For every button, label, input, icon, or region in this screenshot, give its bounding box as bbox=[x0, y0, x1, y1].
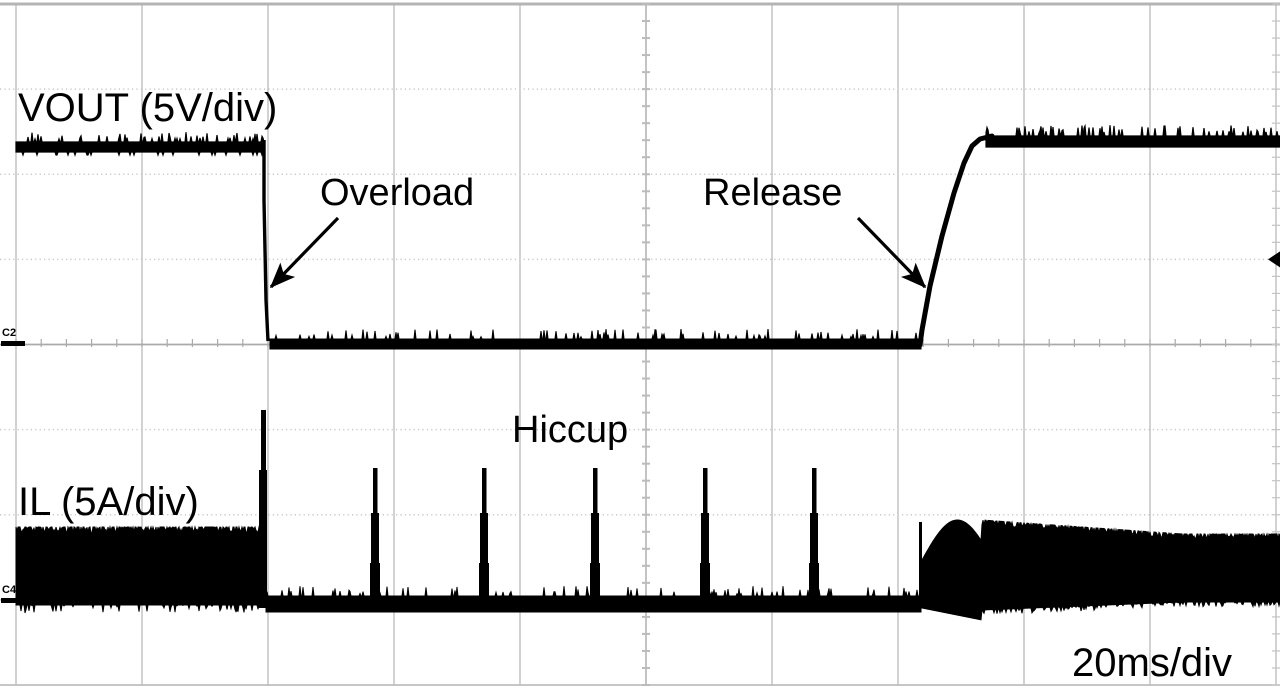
channel-marker-c2-label[interactable]: C2 bbox=[2, 327, 17, 339]
hiccup-annotation-label: Hiccup bbox=[512, 409, 629, 451]
channel-marker-c2-handle[interactable] bbox=[1, 341, 25, 346]
timebase-label: 20ms/div bbox=[1072, 641, 1233, 685]
release-annotation-label: Release bbox=[703, 172, 843, 214]
vout-channel-label: VOUT (5V/div) bbox=[18, 86, 278, 130]
channel-marker-c4-handle[interactable] bbox=[1, 598, 25, 603]
il-channel-label: IL (5A/div) bbox=[18, 480, 199, 524]
overload-annotation-label: Overload bbox=[320, 172, 475, 214]
channel-marker-c4-label[interactable]: C4 bbox=[2, 584, 17, 596]
